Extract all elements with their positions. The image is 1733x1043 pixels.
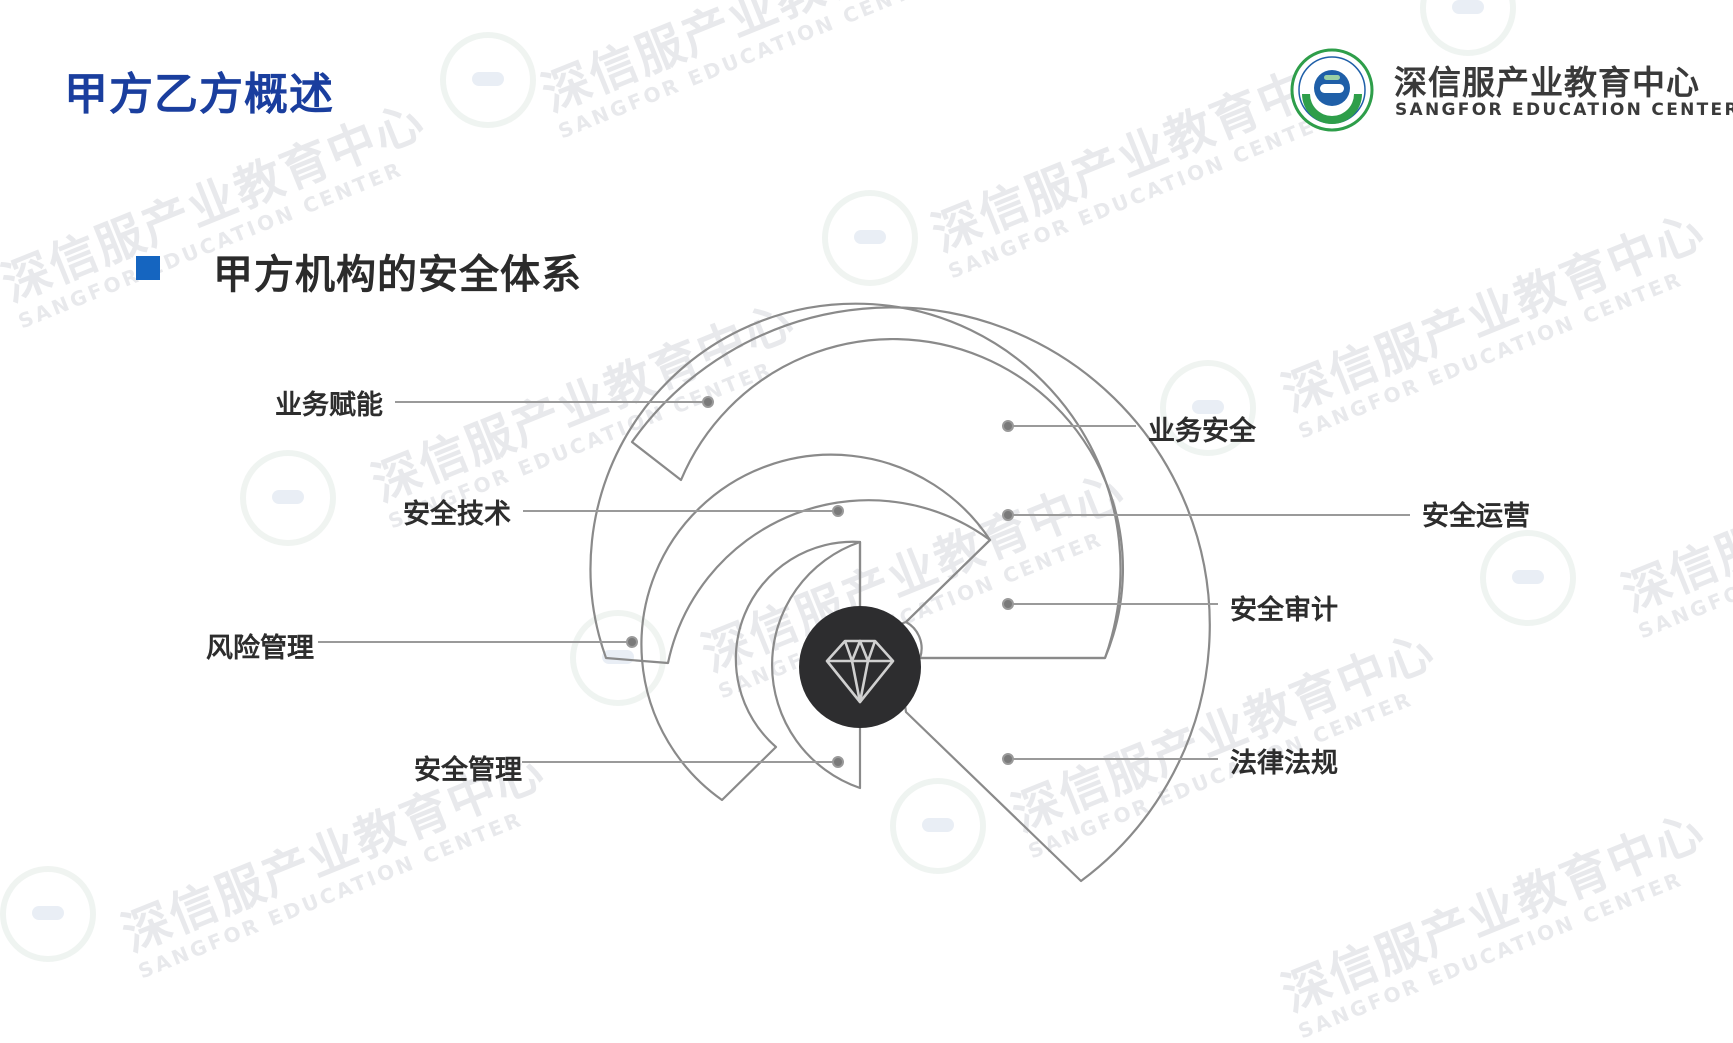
label-business-enablement: 业务赋能 xyxy=(275,389,383,421)
diamond-icon xyxy=(825,639,895,704)
sangfor-logo-icon xyxy=(1290,48,1374,132)
connector-dot xyxy=(702,396,714,408)
label-security-management: 安全管理 xyxy=(414,754,522,786)
connector-dot xyxy=(626,636,638,648)
brand-name: 深信服产业教育中心 xyxy=(1394,63,1700,102)
page-title: 甲方乙方概述 xyxy=(64,69,334,120)
label-laws-regulations: 法律法规 xyxy=(1230,748,1338,779)
label-security-audit: 安全审计 xyxy=(1230,594,1338,626)
connector-dot xyxy=(1002,753,1014,765)
connector-dot xyxy=(832,505,844,517)
connector-dot xyxy=(832,756,844,768)
connector-dot xyxy=(1002,509,1014,521)
section-title: 甲方机构的安全体系 xyxy=(213,252,582,298)
label-risk-management: 风险管理 xyxy=(206,632,314,664)
ring-outer xyxy=(630,306,1211,883)
label-security-operations: 安全运营 xyxy=(1422,500,1530,532)
security-system-diagram: 业务赋能 安全技术 风险管理 安全管理 业务安全 安全运营 安全审计 法律法规 xyxy=(206,302,1530,883)
center-circle xyxy=(799,606,921,728)
section-marker xyxy=(136,256,160,280)
brand-logo: 深信服产业教育中心 SANGFOR EDUCATION CENTER xyxy=(1290,44,1733,134)
label-business-security: 业务安全 xyxy=(1148,415,1257,447)
ring-2 xyxy=(589,302,1122,665)
brand-subtitle: SANGFOR EDUCATION CENTER xyxy=(1395,100,1733,120)
connector-dot xyxy=(1002,598,1014,610)
ring-3 xyxy=(640,453,992,802)
label-security-technology: 安全技术 xyxy=(403,498,511,530)
connector-dot xyxy=(1002,420,1014,432)
